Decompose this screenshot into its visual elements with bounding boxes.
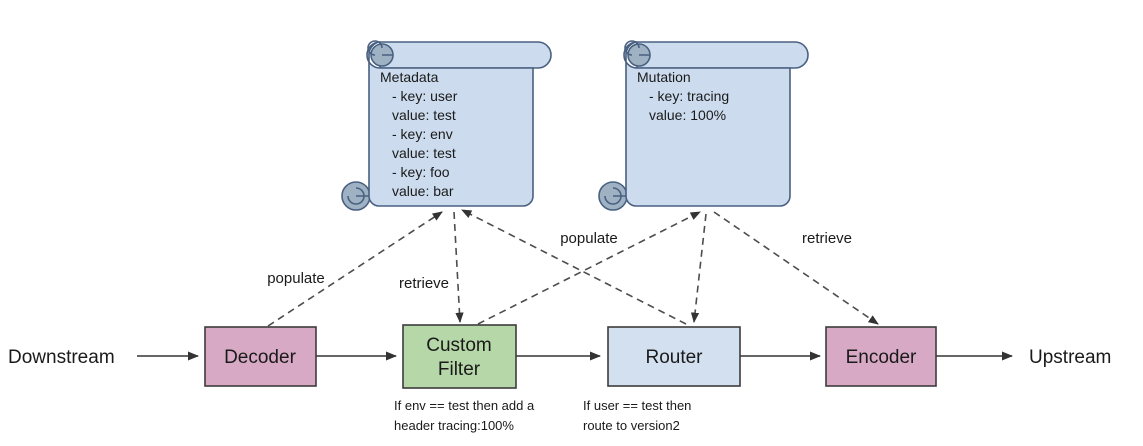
caption-custom-filter-line2: header tracing:100% bbox=[394, 418, 514, 433]
edge-metadata-to-custom-filter bbox=[453, 211, 464, 324]
label-upstream: Upstream bbox=[1029, 347, 1111, 368]
node-custom-filter-label-line2: Filter bbox=[438, 359, 481, 380]
node-router-rect bbox=[607, 326, 741, 387]
label-downstream: Downstream bbox=[8, 347, 115, 368]
node-encoder-rect bbox=[825, 326, 937, 387]
edge-label-retrieve-mutation: retrieve bbox=[802, 230, 852, 247]
node-encoder-label: Encoder bbox=[846, 347, 917, 368]
caption-router-line2: route to version2 bbox=[583, 418, 680, 433]
scroll-mutation-top-curl-inner bbox=[624, 40, 650, 56]
node-decoder-rect bbox=[204, 326, 317, 387]
scroll-metadata[interactable]: Metadata - key: user value: test - key: … bbox=[341, 40, 552, 211]
scroll-metadata-line-4: value: test bbox=[392, 145, 456, 161]
edge-label-populate-mutation: populate bbox=[560, 230, 618, 247]
node-encoder[interactable]: Encoder bbox=[825, 326, 937, 387]
edge-router-to-metadata bbox=[461, 209, 687, 325]
scroll-mutation-top-roll bbox=[636, 41, 809, 69]
scroll-mutation-line-2: value: 100% bbox=[649, 107, 726, 123]
scroll-metadata-line-5: - key: foo bbox=[392, 164, 450, 180]
node-decoder[interactable]: Decoder bbox=[204, 326, 317, 387]
scroll-mutation-bottom-curl-inner bbox=[604, 187, 627, 205]
scroll-mutation-title: Mutation bbox=[637, 69, 691, 85]
scroll-mutation[interactable]: Mutation - key: tracing value: 100% bbox=[598, 40, 809, 211]
edge-mutation-to-router bbox=[690, 213, 707, 324]
scroll-metadata-bottom-curl-inner bbox=[347, 187, 370, 205]
scroll-mutation-line-1: - key: tracing bbox=[649, 88, 729, 104]
caption-custom-filter-line1: If env == test then add a bbox=[394, 398, 535, 413]
scroll-metadata-top-curl-inner bbox=[367, 40, 393, 56]
node-router[interactable]: Router bbox=[607, 326, 741, 387]
scroll-metadata-line-6: value: bar bbox=[392, 183, 454, 199]
edge-mutation-to-encoder bbox=[713, 211, 879, 325]
node-custom-filter-label-line1: Custom bbox=[426, 335, 491, 356]
node-decoder-label: Decoder bbox=[224, 347, 296, 368]
node-custom-filter-rect bbox=[402, 324, 517, 389]
scroll-metadata-line-2: value: test bbox=[392, 107, 456, 123]
edge-label-populate-metadata: populate bbox=[267, 270, 325, 287]
edge-label-retrieve-metadata: retrieve bbox=[399, 275, 449, 292]
edge-decoder-to-metadata bbox=[267, 211, 443, 327]
node-custom-filter[interactable]: Custom Filter bbox=[402, 324, 517, 389]
scroll-metadata-line-3: - key: env bbox=[392, 126, 453, 142]
edge-custom-filter-to-mutation bbox=[477, 211, 701, 325]
caption-router-line1: If user == test then bbox=[583, 398, 691, 413]
node-router-label: Router bbox=[645, 347, 703, 368]
scroll-metadata-title: Metadata bbox=[380, 69, 439, 85]
scroll-metadata-top-roll bbox=[379, 41, 552, 69]
scroll-metadata-line-1: - key: user bbox=[392, 88, 458, 104]
